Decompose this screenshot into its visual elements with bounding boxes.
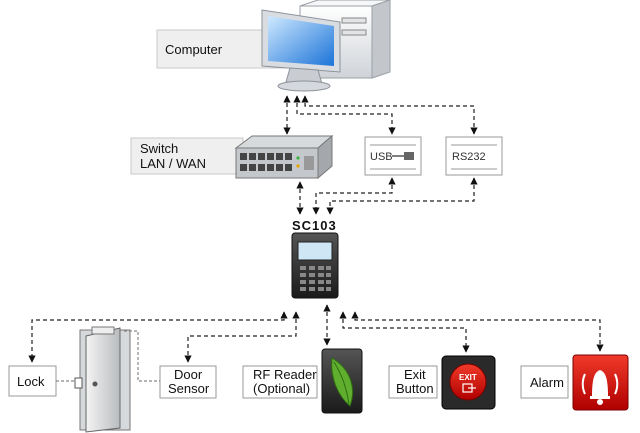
switch-label-box <box>130 137 244 175</box>
switch-label-line2: LAN / WAN <box>140 156 206 171</box>
switch-node: Switch LAN / WAN <box>130 134 334 180</box>
alarm-node: Alarm <box>520 354 629 411</box>
rf-reader-label-line2: (Optional) <box>253 381 310 396</box>
rf-reader-label-line1: RF Reader <box>253 367 317 382</box>
rf-reader-device-icon <box>321 348 363 414</box>
lock-box <box>8 365 57 397</box>
usb-label: USB <box>370 151 393 163</box>
rf-reader-node: RF Reader (Optional) <box>242 348 363 414</box>
door-sensor-label-line1: Door <box>174 367 203 382</box>
link-computer-usb <box>293 95 396 135</box>
link-sc103-door-sensor <box>184 311 300 363</box>
alarm-bell-icon <box>572 354 629 411</box>
sc103-controller: SC103 <box>291 218 339 299</box>
link-rs232-sc103 <box>326 177 478 215</box>
alarm-label: Alarm <box>530 375 564 390</box>
usb-node: USB <box>364 136 422 176</box>
door-icon <box>74 326 131 433</box>
lock-label: Lock <box>17 374 45 389</box>
rs232-node: RS232 <box>445 136 503 176</box>
lock-node: Lock <box>8 365 57 397</box>
network-switch-icon <box>234 134 334 180</box>
exit-button-box <box>388 365 438 399</box>
exit-button-label-line1: Exit <box>404 367 426 382</box>
computer-label: Computer <box>165 42 223 57</box>
sc103-label: SC103 <box>292 218 337 233</box>
alarm-box <box>520 365 569 399</box>
exit-push-button-icon: EXIT <box>441 355 496 410</box>
usb-plug-icon <box>392 152 414 160</box>
switch-label-line1: Switch <box>140 141 178 156</box>
computer-node: Computer <box>156 0 391 92</box>
exit-button-label-line2: Button <box>396 381 434 396</box>
connectors <box>28 95 604 382</box>
exit-button-node: Exit Button EXIT <box>388 355 496 410</box>
link-sc103-exit-button <box>339 311 470 353</box>
door-sensor-label-line2: Sensor <box>168 381 210 396</box>
rs232-label: RS232 <box>452 151 486 163</box>
rf-reader-box <box>242 365 318 399</box>
door-sensor-node: Door Sensor <box>159 365 217 399</box>
link-usb-sc103 <box>312 177 396 215</box>
link-sc103-lock <box>28 311 288 363</box>
door-sensor-box <box>159 365 217 399</box>
link-door-sensor <box>124 330 160 382</box>
link-computer-rs232 <box>301 95 478 135</box>
link-sc103-alarm <box>351 311 604 352</box>
exit-button-face-text: EXIT <box>459 373 477 382</box>
monitor-icon <box>261 9 341 92</box>
